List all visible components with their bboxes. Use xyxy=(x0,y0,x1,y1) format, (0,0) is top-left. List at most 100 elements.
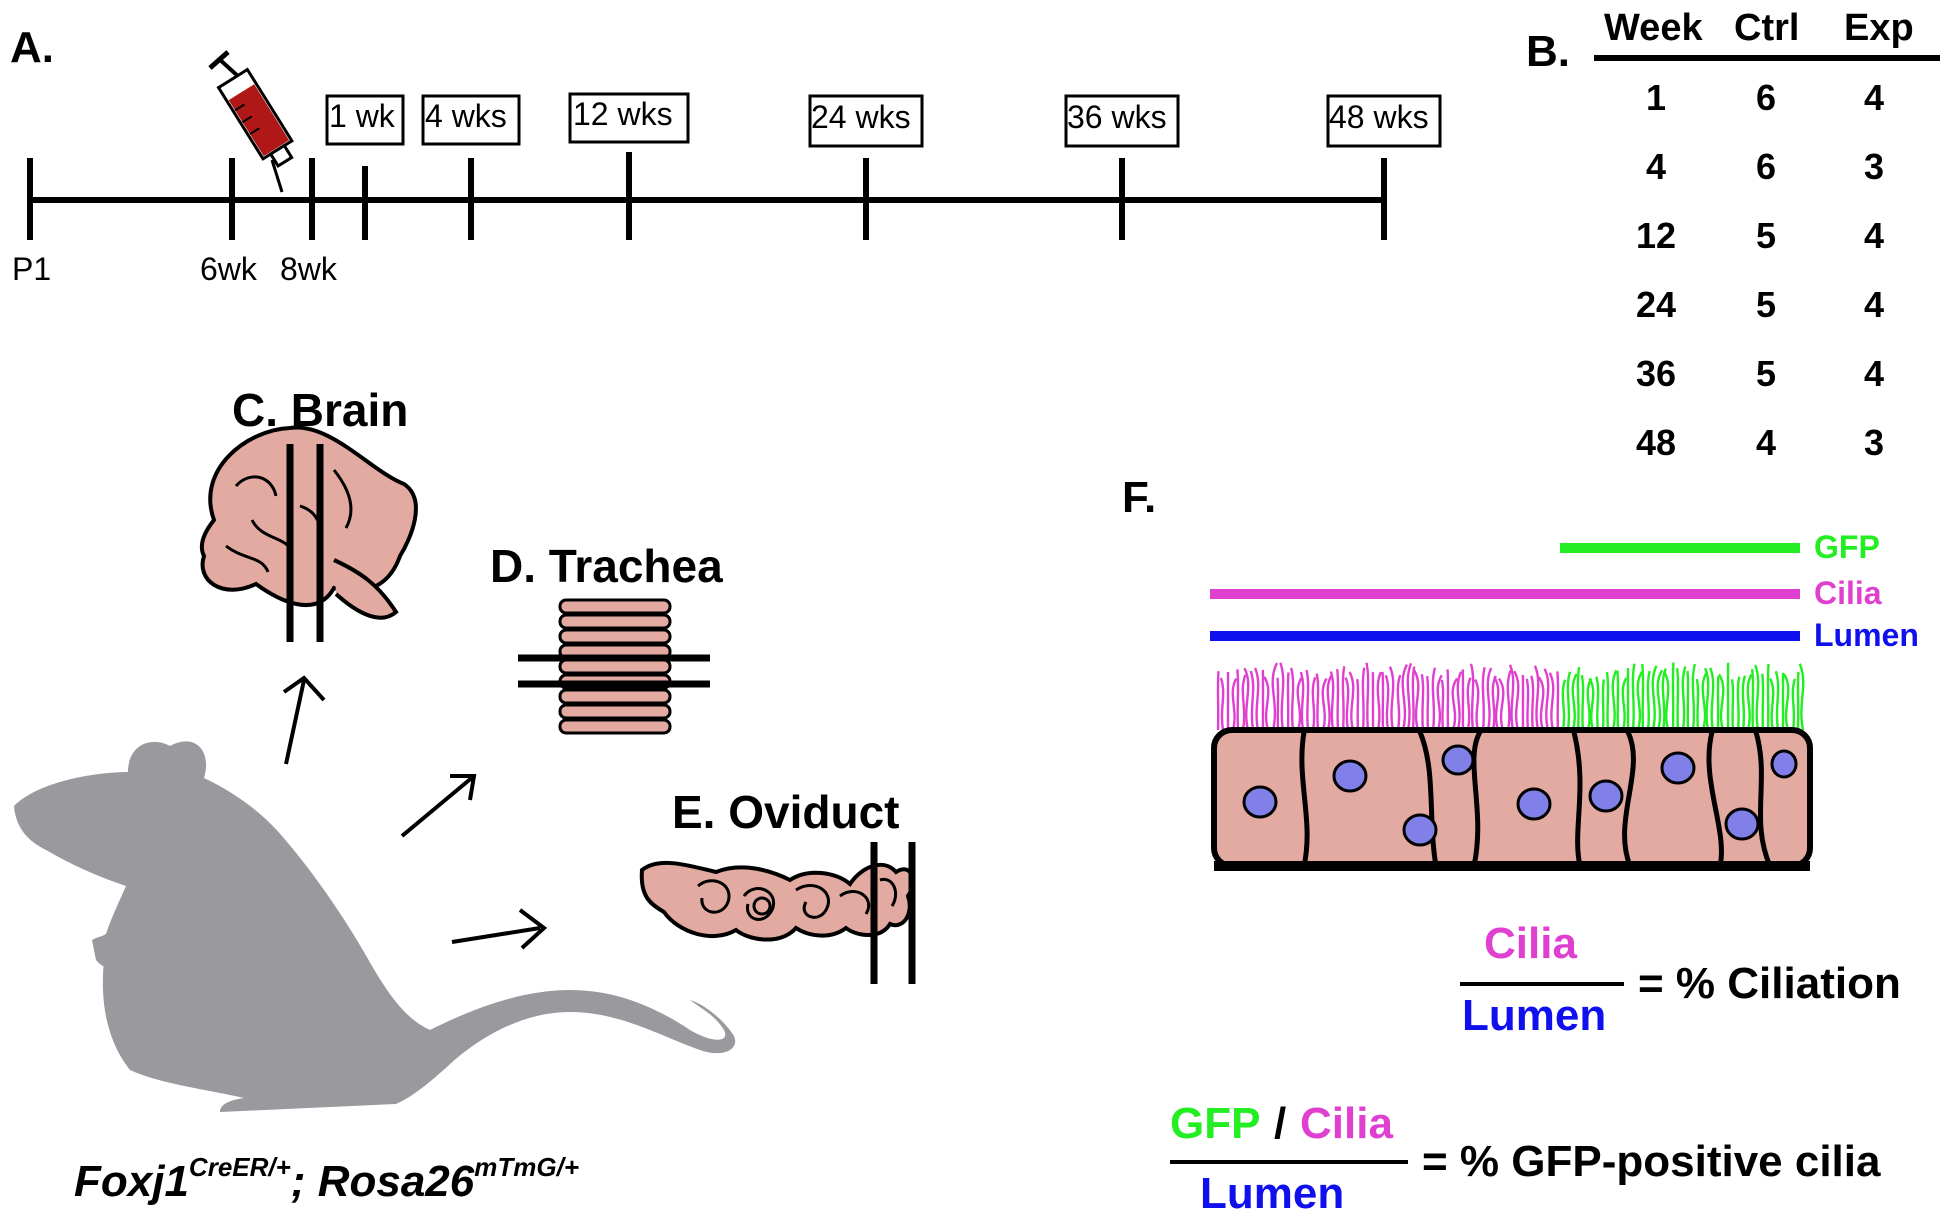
cilium xyxy=(1798,663,1805,731)
cilium xyxy=(1537,676,1545,731)
cilium xyxy=(1525,678,1530,731)
cilium xyxy=(1263,676,1270,731)
table-header-week: Week xyxy=(1604,7,1703,49)
cilium xyxy=(1717,673,1725,731)
cilium xyxy=(1388,666,1395,731)
gfp-formula: GFP / Cilia Lumen = % GFP-positive cilia xyxy=(1170,1099,1881,1218)
cilium xyxy=(1401,663,1409,731)
cilium xyxy=(1571,673,1578,731)
trachea-ring xyxy=(558,718,672,735)
cilium xyxy=(1384,674,1390,731)
cilium xyxy=(1236,669,1240,731)
table-cell: 12 xyxy=(1636,215,1676,256)
cilium xyxy=(1289,667,1295,731)
box-label-48wks: 48 wks xyxy=(1329,99,1429,135)
panel-e-label: E. Oviduct xyxy=(672,786,899,838)
cilium xyxy=(1356,678,1360,731)
table-header-exp: Exp xyxy=(1844,7,1914,49)
cilium xyxy=(1420,673,1425,731)
table-cell: 36 xyxy=(1636,353,1676,394)
cilium xyxy=(1466,677,1472,731)
trachea-icon xyxy=(518,598,710,735)
table-cell: 6 xyxy=(1756,146,1776,187)
cilium xyxy=(1533,665,1540,731)
table-cell: 1 xyxy=(1646,77,1666,118)
epithelium xyxy=(1211,727,1813,871)
trachea-ring xyxy=(558,658,672,675)
cilium xyxy=(1243,667,1250,731)
table-cell: 24 xyxy=(1636,284,1676,325)
panel-d-label: D. Trachea xyxy=(490,540,723,592)
box-label-24wks: 24 wks xyxy=(811,99,911,135)
cilium xyxy=(1315,673,1320,731)
table-cell: 4 xyxy=(1864,77,1884,118)
cilium xyxy=(1474,679,1480,731)
mouse-silhouette xyxy=(14,741,736,1112)
brain-icon xyxy=(199,425,418,642)
cilium xyxy=(1508,664,1515,731)
cilium xyxy=(1376,671,1382,731)
genotype-sup2: mTmG/+ xyxy=(474,1152,579,1182)
cilium xyxy=(1335,669,1340,731)
box-label-12wks: 12 wks xyxy=(573,96,673,132)
cilium xyxy=(1396,674,1402,731)
box-label-4wks: 4 wks xyxy=(425,98,507,134)
panel-c-label: C. Brain xyxy=(232,384,408,436)
cilium xyxy=(1440,679,1445,731)
cilium xyxy=(1580,674,1585,731)
cilium xyxy=(1321,677,1328,731)
cilium xyxy=(1681,666,1687,731)
cilium xyxy=(1491,675,1497,731)
table-header-ctrl: Ctrl xyxy=(1734,7,1799,49)
cilium xyxy=(1348,671,1355,731)
cilium xyxy=(1311,676,1317,731)
cilium xyxy=(1736,676,1741,731)
cilium xyxy=(1769,677,1775,731)
trachea-ring xyxy=(558,613,672,630)
box-label-36wks: 36 wks xyxy=(1067,99,1167,135)
syringe-icon xyxy=(208,50,294,193)
cilium xyxy=(1216,671,1220,731)
arrows xyxy=(282,675,548,950)
cilium xyxy=(1276,677,1280,731)
table-cell: 5 xyxy=(1756,215,1776,256)
cilium xyxy=(1344,677,1350,731)
table-cell: 48 xyxy=(1636,422,1676,463)
cilium xyxy=(1709,667,1715,731)
timeline-boxes: 1 wk 4 wks 12 wks 24 wks 36 wks 48 wks xyxy=(325,92,1442,148)
cilium xyxy=(1782,673,1790,731)
cilium xyxy=(1451,677,1459,731)
formula1-result: = % Ciliation xyxy=(1638,959,1901,1008)
trachea-ring xyxy=(558,688,672,705)
cilium xyxy=(1446,669,1450,731)
table-cell: 4 xyxy=(1864,353,1884,394)
cilium xyxy=(1543,668,1550,731)
panel-f-label: F. xyxy=(1122,473,1156,522)
table-cell: 3 xyxy=(1864,422,1884,463)
cilium xyxy=(1486,667,1493,731)
cilium xyxy=(1791,678,1797,731)
oviduct-icon xyxy=(639,842,916,984)
cilium xyxy=(1601,679,1606,731)
table-cell: 5 xyxy=(1756,284,1776,325)
cilium xyxy=(1621,677,1628,731)
timeline-label-p1: P1 xyxy=(12,251,51,287)
cilium xyxy=(1605,671,1610,731)
cilium xyxy=(1701,670,1709,731)
cilium xyxy=(1299,671,1305,731)
table-cell: 4 xyxy=(1646,146,1666,187)
formula2-result: = % GFP-positive cilia xyxy=(1422,1137,1881,1186)
cilium xyxy=(1595,676,1600,731)
cilium xyxy=(1636,671,1643,731)
formula2-denominator: Lumen xyxy=(1200,1169,1344,1218)
cilium xyxy=(1506,669,1512,731)
genotype-label: Foxj1CreER/+; Rosa26mTmG/+ xyxy=(74,1152,579,1206)
timeline-ticks xyxy=(27,152,1387,240)
cilium xyxy=(1469,663,1475,731)
cilium xyxy=(1305,669,1310,731)
cilium xyxy=(1611,669,1618,731)
cilium xyxy=(1691,663,1697,731)
cilium xyxy=(1631,663,1636,731)
cilium xyxy=(1341,666,1346,731)
